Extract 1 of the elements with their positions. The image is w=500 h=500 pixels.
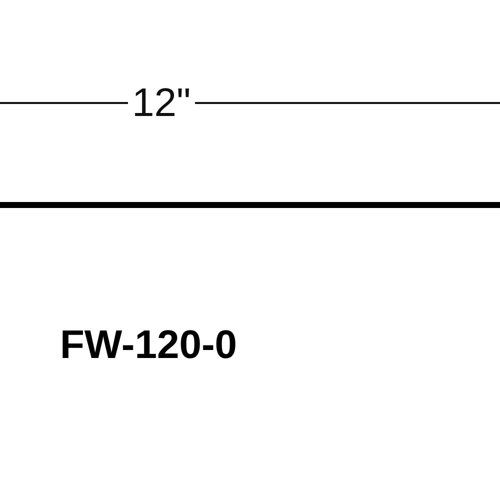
part-number: FW-120-0: [60, 322, 238, 368]
